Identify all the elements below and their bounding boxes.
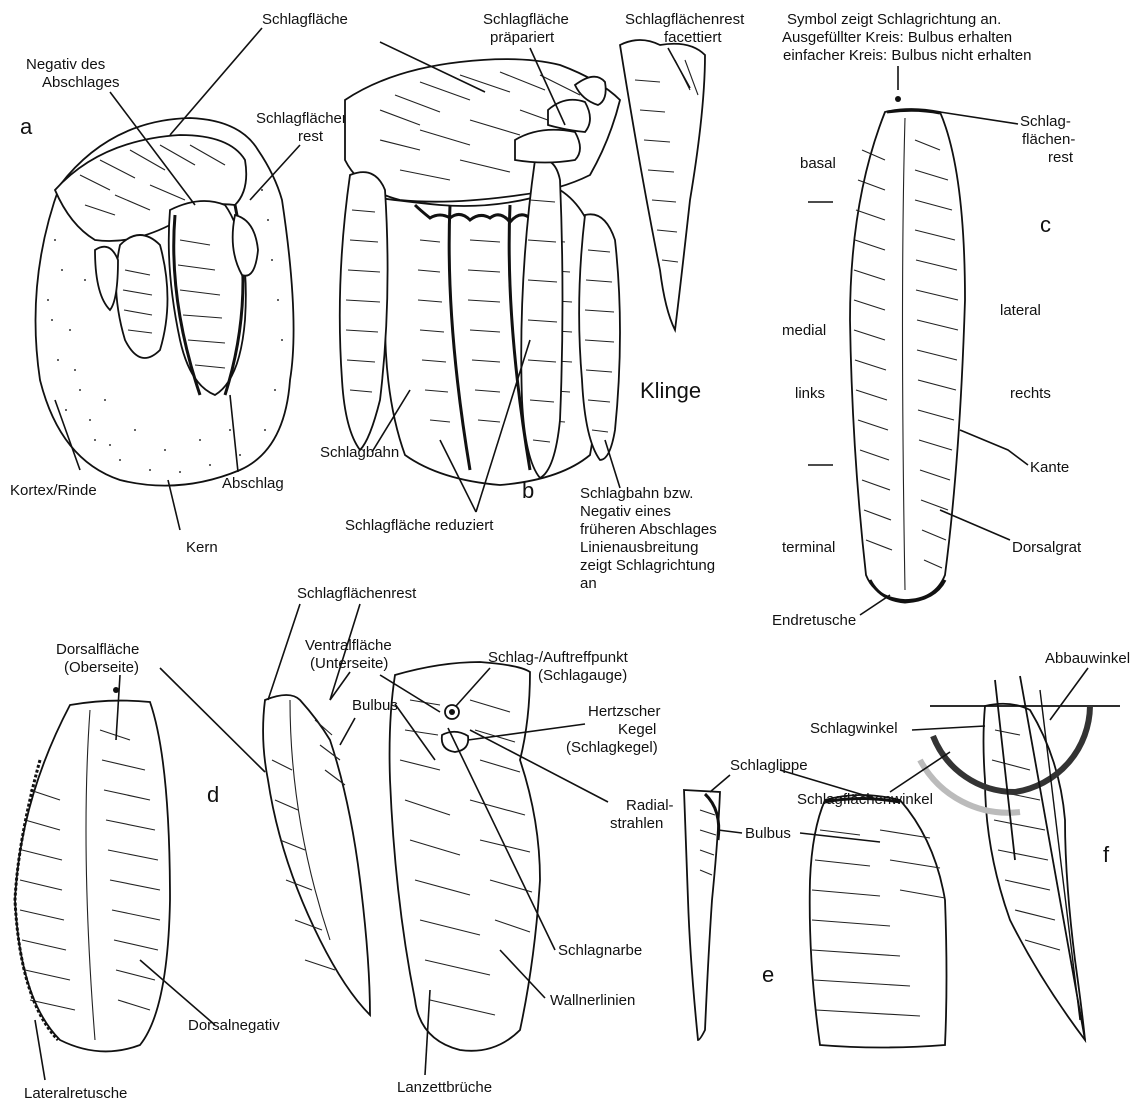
- label-schlagflaeche-a: Schlagfläche: [262, 11, 348, 28]
- bulbus-symbol-d: [113, 687, 119, 693]
- label-dorsalgrat: Dorsalgrat: [1012, 539, 1082, 556]
- label-schlagbahn: Schlagbahn: [320, 444, 399, 461]
- label-klinge: Klinge: [640, 378, 701, 403]
- figure-c-blade: [850, 96, 965, 602]
- label-symbol-note-2: Ausgefüllter Kreis: Bulbus erhalten: [782, 29, 1012, 46]
- flake-d-side: [263, 695, 370, 1015]
- label-schlag-flaechen-rest-c-2: flächen-: [1022, 131, 1075, 148]
- label-radialstrahlen-2: strahlen: [610, 815, 663, 832]
- figure-a-core: [36, 118, 294, 486]
- label-lateral: lateral: [1000, 302, 1041, 319]
- label-schlag-flaechen-rest-c-1: Schlag-: [1020, 113, 1071, 130]
- label-radialstrahlen-1: Radial-: [626, 797, 674, 814]
- label-links: links: [795, 385, 825, 402]
- label-d: d: [207, 782, 219, 807]
- label-schlagflaeche-praepariert-2: präpariert: [490, 29, 555, 46]
- label-dorsalflaeche-2: (Oberseite): [64, 659, 139, 676]
- label-hertzscher-1: Hertzscher: [588, 703, 661, 720]
- label-hertzscher-2: Kegel: [618, 721, 656, 738]
- label-c: c: [1040, 212, 1051, 237]
- label-e: e: [762, 962, 774, 987]
- label-schlaglippe: Schlaglippe: [730, 757, 808, 774]
- figure-b-core-blades: [340, 40, 705, 485]
- label-schlagbahn-bzw-6: an: [580, 575, 597, 592]
- label-schlagauge-2: (Schlagauge): [538, 667, 627, 684]
- label-kante: Kante: [1030, 459, 1069, 476]
- label-lateralretusche: Lateralretusche: [24, 1085, 127, 1102]
- label-schlagflaechenrest-facettiert-2: facettiert: [664, 29, 722, 46]
- label-schlagflaechenrest-a-2: rest: [298, 128, 324, 145]
- label-symbol-note-1: Symbol zeigt Schlagrichtung an.: [787, 11, 1001, 28]
- core-b-body: [360, 190, 605, 485]
- label-bulbus-e: Bulbus: [745, 825, 791, 842]
- figure-e-lip-detail: [684, 790, 947, 1048]
- blade-c-outline: [850, 109, 965, 600]
- label-schlagbahn-bzw-4: Linienausbreitung: [580, 539, 698, 556]
- label-endretusche: Endretusche: [772, 612, 856, 629]
- label-dorsalnegativ: Dorsalnegativ: [188, 1017, 280, 1034]
- label-schlagflaeche-praepariert-1: Schlagfläche: [483, 11, 569, 28]
- label-negativ-1: Negativ des: [26, 56, 105, 73]
- label-kern: Kern: [186, 539, 218, 556]
- label-f: f: [1103, 842, 1110, 867]
- blade-b-left: [340, 172, 388, 450]
- label-bulbus-d: Bulbus: [352, 697, 398, 714]
- bulbus-symbol-c: [895, 96, 901, 102]
- figure-d-flake-views: [15, 662, 540, 1051]
- label-abbauwinkel: Abbauwinkel: [1045, 650, 1130, 667]
- label-a: a: [20, 114, 33, 139]
- label-schlagflaeche-reduziert: Schlagfläche reduziert: [345, 517, 494, 534]
- label-schlag-flaechen-rest-c-3: rest: [1048, 149, 1074, 166]
- platform-prepared-2: [548, 100, 590, 132]
- label-kortex: Kortex/Rinde: [10, 482, 97, 499]
- label-wallnerlinien: Wallnerlinien: [550, 992, 635, 1009]
- label-schlagflaechenrest-d: Schlagflächenrest: [297, 585, 417, 602]
- label-abschlag: Abschlag: [222, 475, 284, 492]
- label-medial: medial: [782, 322, 826, 339]
- label-schlagnarbe: Schlagnarbe: [558, 942, 642, 959]
- label-rechts: rechts: [1010, 385, 1051, 402]
- label-schlagbahn-bzw-1: Schlagbahn bzw.: [580, 485, 693, 502]
- label-schlagwinkel: Schlagwinkel: [810, 720, 898, 737]
- label-terminal: terminal: [782, 539, 835, 556]
- platform-prepared-1: [515, 130, 580, 163]
- blade-facettiert: [620, 40, 705, 330]
- label-schlagbahn-bzw-5: zeigt Schlagrichtung: [580, 557, 715, 574]
- label-symbol-note-3: einfacher Kreis: Bulbus nicht erhalten: [783, 47, 1031, 64]
- label-schlagauge-1: Schlag-/Auftreffpunkt: [488, 649, 629, 666]
- label-negativ-2: Abschlages: [42, 74, 120, 91]
- label-dorsalflaeche-1: Dorsalfläche: [56, 641, 139, 658]
- flake-e-side: [684, 790, 720, 1040]
- figure-f-angles: [920, 676, 1120, 1040]
- label-schlagbahn-bzw-2: Negativ eines: [580, 503, 671, 520]
- label-hertzscher-3: (Schlagkegel): [566, 739, 658, 756]
- label-schlagbahn-bzw-3: früheren Abschlages: [580, 521, 717, 538]
- flake-d-ventral: [390, 662, 540, 1051]
- label-schlagflaechenwinkel: Schlagflächenwinkel: [797, 791, 933, 808]
- label-b: b: [522, 478, 534, 503]
- label-schlagflaechenrest-a-1: Schlagflächen-: [256, 110, 355, 127]
- label-lanzettbrueche: Lanzettbrüche: [397, 1079, 492, 1096]
- label-ventralflaeche-2: (Unterseite): [310, 655, 388, 672]
- label-schlagflaechenrest-facettiert-1: Schlagflächenrest: [625, 11, 745, 28]
- label-basal: basal: [800, 155, 836, 172]
